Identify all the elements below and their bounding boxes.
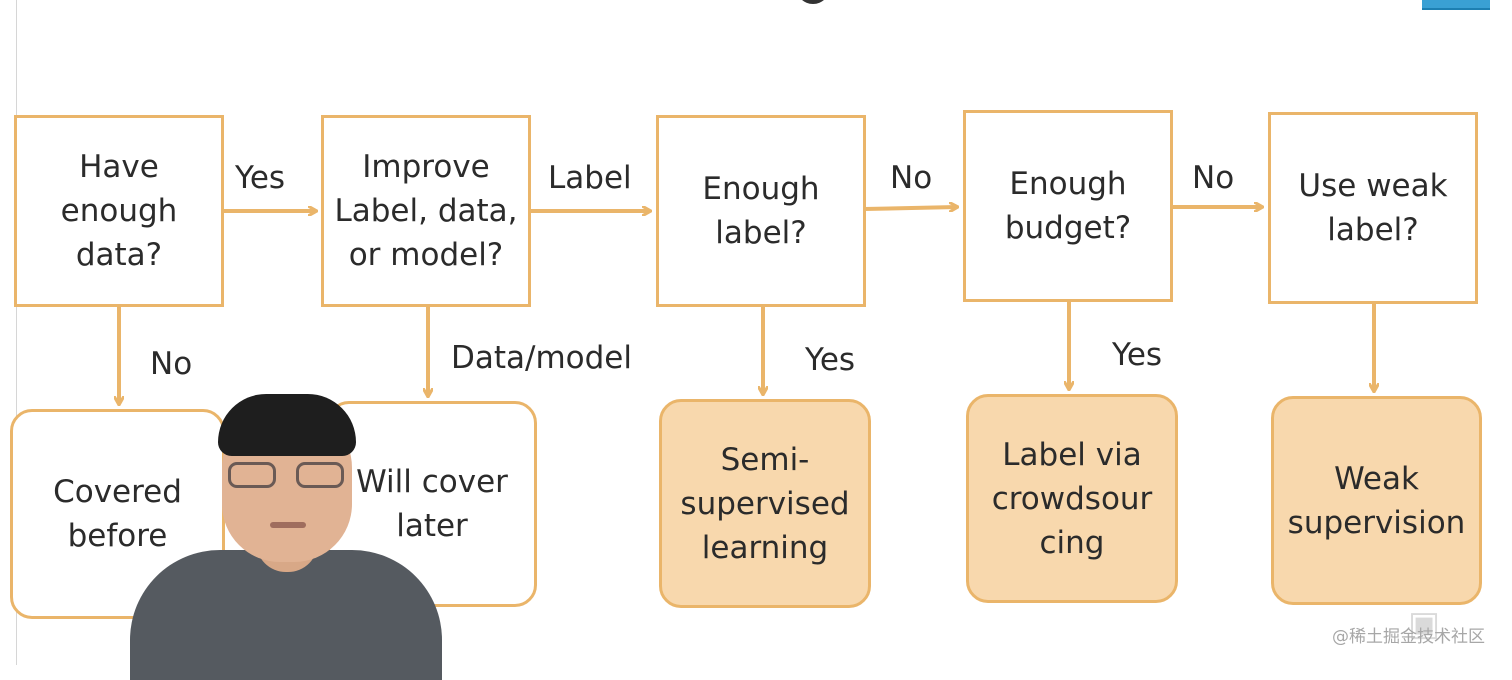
node-text: Covered before (53, 474, 182, 554)
node-use-weak-label: Use weak label? (1268, 112, 1478, 304)
edge-label-label: Label (548, 160, 632, 196)
node-text: Will cover later (356, 464, 508, 544)
presenter-mouth (270, 522, 306, 528)
arrow-enough-to-budget (863, 207, 957, 209)
node-weak-supervision: Weak supervision (1271, 396, 1482, 605)
node-text: Enough label? (702, 171, 820, 251)
node-text: Have enough data? (60, 149, 178, 273)
flow-connectors (0, 0, 1512, 665)
tv-icon: ▣ (1407, 604, 1441, 644)
presenter-hair (218, 394, 356, 456)
edge-label-no: No (1192, 160, 1235, 196)
node-enough-label: Enough label? (656, 115, 866, 307)
edge-label-no: No (890, 160, 933, 196)
node-text: Weak supervision (1287, 460, 1466, 541)
edge-label-yes: Yes (235, 160, 286, 196)
node-text: Improve Label, data, or model? (334, 149, 518, 273)
node-text: Semi- supervised learning (680, 441, 850, 566)
node-text: Enough budget? (1004, 166, 1132, 246)
node-crowdsourcing: Label via crowdsour cing (966, 394, 1178, 603)
corner-widget[interactable] (1422, 0, 1490, 10)
node-enough-budget: Enough budget? (963, 110, 1173, 302)
node-improve: Improve Label, data, or model? (321, 115, 531, 307)
presenter-video-overlay (130, 392, 442, 680)
node-text: Use weak label? (1298, 168, 1448, 248)
watermark: @稀土掘金技术社区 (1332, 627, 1485, 647)
node-have-enough-data: Have enough data? (14, 115, 224, 307)
edge-label-yes: Yes (805, 342, 856, 378)
slide-edge (16, 0, 17, 665)
edge-label-no: No (150, 346, 193, 382)
node-text: Label via crowdsour cing (991, 436, 1153, 561)
presenter-glasses (228, 462, 346, 490)
edge-label-yes: Yes (1112, 337, 1163, 373)
edge-label-data-model: Data/model (451, 340, 632, 376)
node-semi-supervised: Semi- supervised learning (659, 399, 871, 608)
